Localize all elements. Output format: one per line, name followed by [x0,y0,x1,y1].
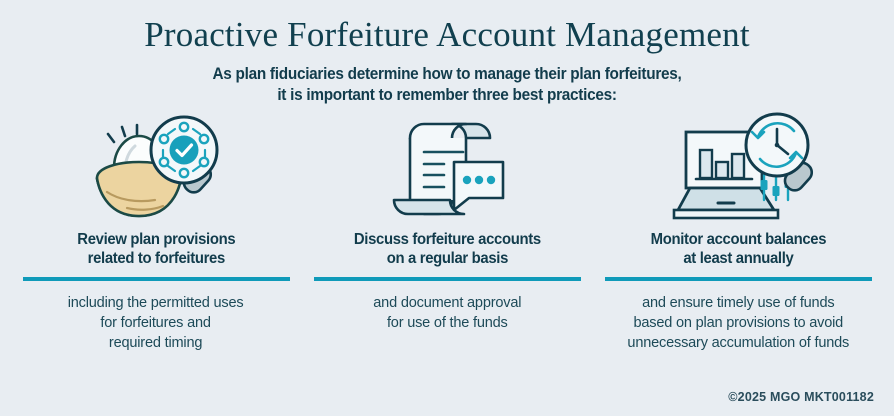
heading-line-1: Monitor account balances [650,231,826,248]
heading-line-2: on a regular basis [386,250,508,267]
practice-column-1: Review plan provisions related to forfei… [22,112,290,353]
laptop-chart-clock-magnifier-icon [648,112,828,224]
divider-rule-2 [313,277,581,281]
header: Proactive Forfeiture Account Management … [0,0,894,106]
scroll-document-speech-bubble-icon [372,112,522,224]
practice-body-2: and document approval for use of the fun… [373,293,521,333]
practice-heading-2: Discuss forfeiture accounts on a regular… [354,230,541,268]
subtitle-line-2: it is important to remember three best p… [277,86,617,104]
practice-column-3: Monitor account balances at least annual… [604,112,872,353]
best-practices-columns: Review plan provisions related to forfei… [0,112,894,353]
body-line-2: for use of the funds [386,314,508,331]
body-line-1: and document approval [372,294,521,311]
divider-rule-3 [604,277,872,281]
practice-heading-1: Review plan provisions related to forfei… [77,230,235,268]
practice-heading-3: Monitor account balances at least annual… [650,230,826,268]
practice-body-3: and ensure timely use of funds based on … [627,293,849,353]
body-line-3: unnecessary accumulation of funds [627,334,849,351]
body-line-2: based on plan provisions to avoid [633,314,843,331]
heading-line-2: related to forfeitures [87,250,225,267]
body-line-2: for forfeitures and [100,314,212,331]
heading-line-2: at least annually [682,250,794,267]
subtitle-line-1: As plan fiduciaries determine how to man… [212,65,682,83]
page-subtitle: As plan fiduciaries determine how to man… [31,64,862,106]
body-line-3: required timing [109,334,203,351]
copyright-notice: ©2025 MGO MKT001182 [728,390,874,404]
body-line-1: and ensure timely use of funds [641,294,835,311]
body-line-1: including the permitted uses [68,294,244,311]
divider-rule-1 [22,277,290,281]
practice-column-2: Discuss forfeiture accounts on a regular… [313,112,581,353]
practice-body-1: including the permitted uses for forfeit… [68,293,244,353]
nest-egg-magnifier-check-icon [71,112,241,224]
heading-line-1: Discuss forfeiture accounts [353,231,541,248]
page-title: Proactive Forfeiture Account Management [144,15,750,54]
heading-line-1: Review plan provisions [76,231,235,248]
